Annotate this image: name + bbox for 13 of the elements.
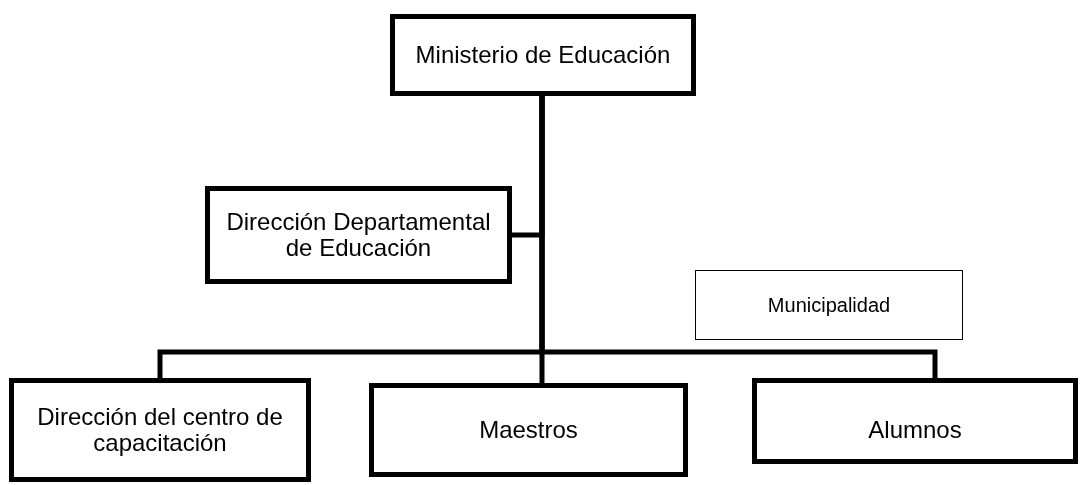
box-label: Dirección del centro de capacitación <box>36 403 284 457</box>
org-box <box>9 378 311 482</box>
box-label: Maestros <box>479 416 578 444</box>
org-box <box>752 378 1078 464</box>
org-box <box>205 186 512 284</box>
box-label: Dirección Departamental de Educación <box>225 208 492 262</box>
connector-line <box>539 96 938 378</box>
box-label: Alumnos <box>868 416 962 444</box>
box-label: Municipalidad <box>767 294 891 316</box>
org-box <box>390 14 696 96</box>
org-box <box>369 383 688 477</box>
box-label: Ministerio de Educación <box>415 41 671 69</box>
note-box <box>695 270 963 340</box>
